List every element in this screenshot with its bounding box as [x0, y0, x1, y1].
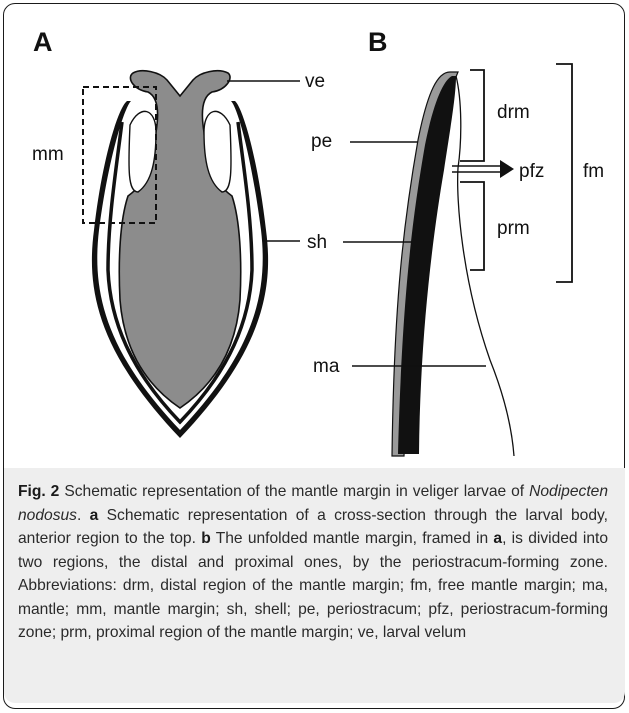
label-prm: prm	[497, 218, 530, 239]
caption-b-text-pre: The unfolded mantle margin, framed in	[211, 530, 494, 547]
fm-bracket	[556, 64, 572, 282]
label-pe: pe	[311, 131, 332, 152]
label-drm: drm	[497, 102, 530, 123]
panel-b-letter: B	[368, 27, 388, 57]
prm-bracket	[460, 182, 484, 270]
figure-caption: Fig. 2 Schematic representation of the m…	[18, 480, 608, 645]
caption-b-ref: b	[201, 530, 211, 547]
label-ve: ve	[305, 71, 325, 92]
caption-fig-label: Fig. 2	[18, 483, 59, 500]
pfz-arrowhead	[500, 160, 514, 178]
panel-a-letter: A	[33, 27, 53, 57]
caption-b-text-ref: a	[493, 530, 502, 547]
label-ma: ma	[313, 356, 340, 377]
diagram: A B ve mm drm pfz prm fm pe sh ma	[0, 0, 629, 470]
label-sh: sh	[307, 232, 327, 253]
caption-title-post: .	[77, 507, 81, 524]
label-mm: mm	[32, 144, 64, 165]
label-fm: fm	[583, 161, 604, 182]
mantle-margin-line	[456, 76, 514, 456]
caption-title-pre: Schematic representation of the mantle m…	[59, 483, 529, 500]
drm-bracket	[460, 70, 484, 161]
label-pfz: pfz	[519, 161, 544, 182]
